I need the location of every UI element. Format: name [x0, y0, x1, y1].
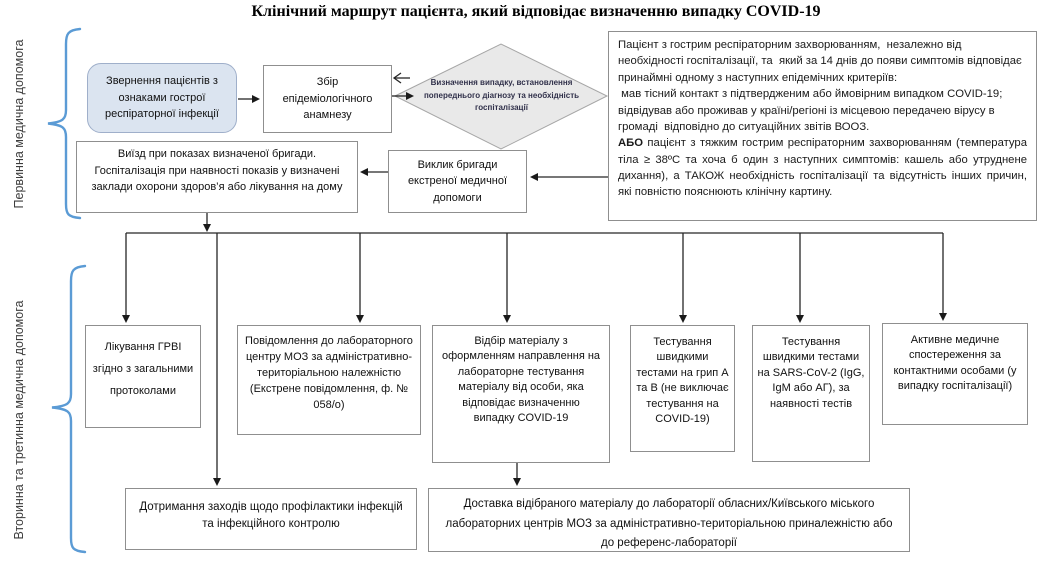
criteria-paragraph-4: АБО пацієнт з тяжким гострим респіраторн… [618, 135, 1027, 201]
action-box-sars-rapid-test: Тестування швидкими тестами на SARS-CoV-… [752, 325, 870, 462]
criteria-paragraph-3: відвідував або проживав у країні/регіоні… [618, 104, 998, 133]
decision-diamond-label: Визначення випадку, встановлення поперед… [423, 78, 580, 113]
page-title: Клінічний маршрут пацієнта, який відпові… [251, 3, 821, 20]
criteria-paragraph-1: Пацієнт з гострим респіраторним захворюв… [618, 39, 1025, 84]
criteria-paragraph-4-text: пацієнт з тяжким гострим респіраторним з… [618, 137, 1031, 199]
anamnesis-box: Збір епідеміологічного анамнезу [263, 65, 392, 133]
action-box-grvi-treatment: Лікування ГРВІ згідно з загальними прото… [85, 325, 201, 428]
secondary-care-brace [51, 264, 87, 554]
action-box-sampling: Відбір матеріалу з оформленням направлен… [432, 325, 610, 463]
criteria-paragraph-2: мав тісний контакт з підтвердженим або й… [618, 88, 1003, 101]
dispatch-box: Виїзд при показах визначеної бригади. Го… [76, 141, 358, 213]
ems-call-box: Виклик бригади екстреної медичної допомо… [388, 150, 527, 213]
infection-control-box: Дотримання заходів щодо профілактики інф… [125, 488, 417, 550]
case-definition-box: Пацієнт з гострим респіраторним захворюв… [608, 31, 1037, 221]
criteria-or-keyword: АБО [618, 137, 644, 150]
section-label-secondary-care: Вторинна та третинна медична допомога [12, 300, 26, 540]
action-box-contact-monitoring: Активне медичне спостереження за контакт… [882, 323, 1028, 425]
action-box-flu-rapid-test: Тестування швидкими тестами на грип А та… [630, 325, 735, 452]
action-box-lab-notification: Повідомлення до лабораторного центру МОЗ… [237, 325, 421, 435]
referral-box: Звернення пацієнтів з ознаками гострої р… [87, 63, 237, 133]
delivery-box: Доставка відібраного матеріалу до лабора… [428, 488, 910, 552]
section-label-primary-care: Первинна медична допомога [12, 39, 26, 209]
section-braces [47, 27, 87, 554]
